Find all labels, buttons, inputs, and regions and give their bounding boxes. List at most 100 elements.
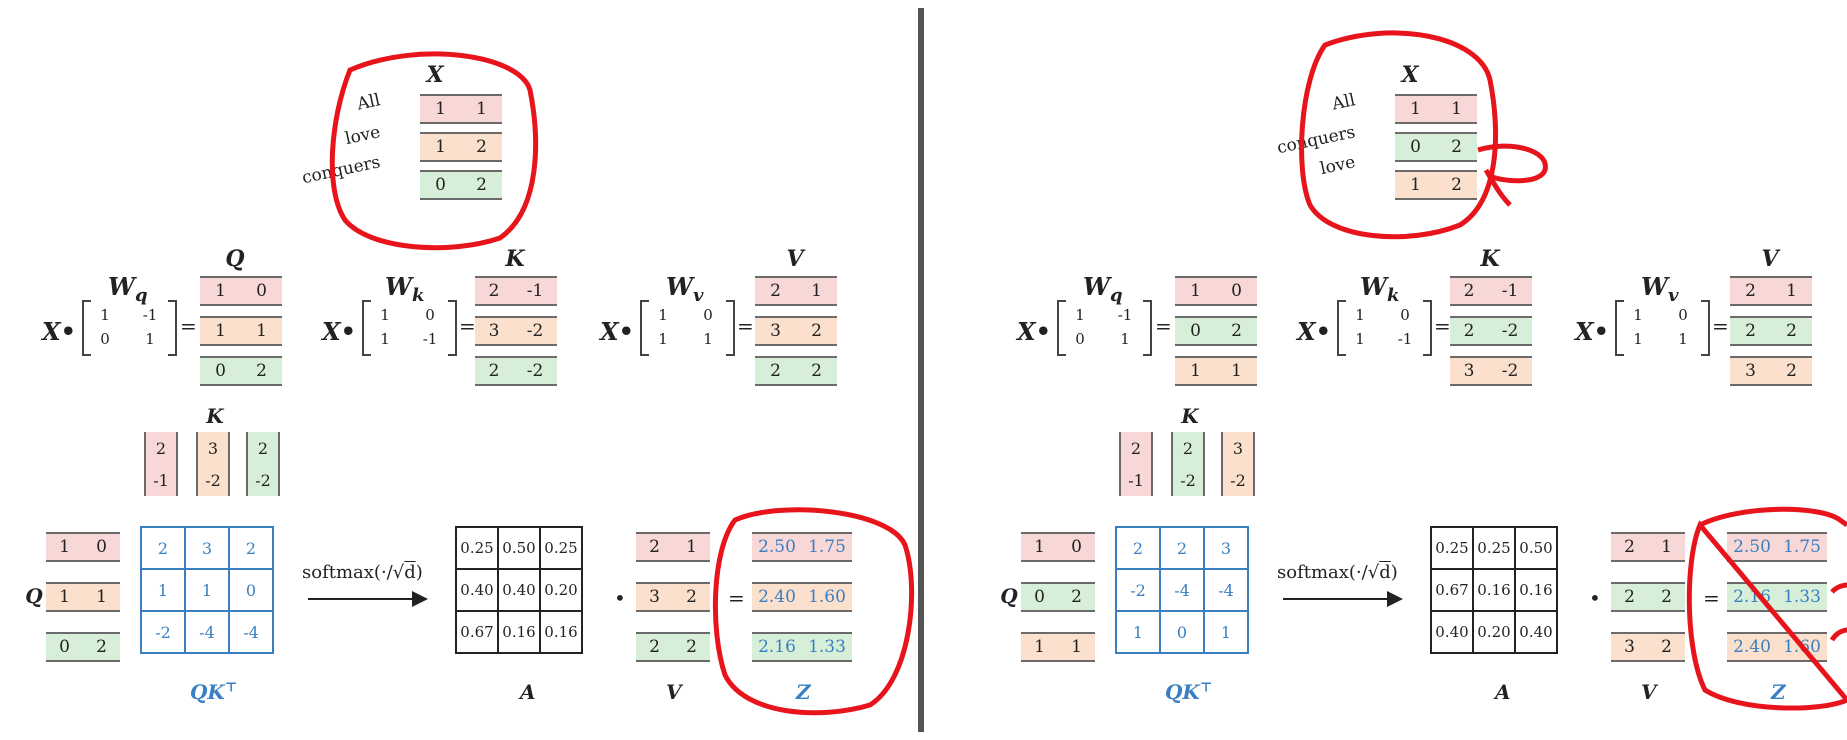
wq-val: -1 (142, 306, 158, 324)
wk-val: 1 (1355, 306, 1365, 324)
x-dot-k: X• (1297, 317, 1331, 346)
q-title: Q (225, 246, 245, 272)
wv-val: 0 (1678, 306, 1688, 324)
wv-val: 1 (1678, 330, 1688, 348)
wq-val: 1 (1120, 330, 1130, 348)
x-row-label-3: love (1318, 152, 1358, 180)
v-title: V (786, 246, 804, 272)
x-dot-q: X• (42, 317, 76, 346)
wk-bracket-right (1423, 300, 1432, 356)
wq-val: 1 (145, 330, 155, 348)
qk-label: QK⊤ (190, 680, 238, 704)
kt-col-1: 2-1 (144, 432, 178, 496)
wq-val: 1 (100, 306, 110, 324)
k-row-3: 3-2 (1450, 356, 1532, 386)
wk-bracket-right (448, 300, 457, 356)
wv-val: 1 (658, 306, 668, 324)
wv-val: 1 (658, 330, 668, 348)
wv-bracket-left (1615, 300, 1624, 356)
equals-sign: = (728, 586, 745, 610)
k-row-1: 2-1 (475, 276, 557, 306)
wv-val: 0 (703, 306, 713, 324)
wk-val: -1 (1397, 330, 1413, 348)
wq-val: -1 (1117, 306, 1133, 324)
wv-bracket-right (726, 300, 735, 356)
wk-label: Wk (385, 272, 425, 306)
wq-bracket-right (1143, 300, 1152, 356)
wq-val: 1 (1075, 306, 1085, 324)
wq-bracket-left (82, 300, 91, 356)
x-title: X (426, 62, 444, 88)
softmax-arrow (1283, 598, 1389, 600)
k-row-1: 2-1 (1450, 276, 1532, 306)
wv-val: 1 (1633, 330, 1643, 348)
wq-bracket-right (168, 300, 177, 356)
v-bottom-label: V (666, 680, 682, 704)
wq-val: 0 (100, 330, 110, 348)
x-dot-k: X• (322, 317, 356, 346)
wk-val: 0 (1400, 306, 1410, 324)
v-title: V (1761, 246, 1779, 272)
wk-bracket-left (362, 300, 371, 356)
q-side-label: Q (1000, 584, 1018, 608)
x-title: X (1401, 62, 1419, 88)
wq-label: Wq (1083, 272, 1123, 306)
wk-val: -1 (422, 330, 438, 348)
equals-sign: = (1703, 586, 1720, 610)
kt-col-2: 2-2 (1171, 432, 1205, 496)
panel-divider (918, 8, 924, 732)
wk-val: 0 (425, 306, 435, 324)
x-dot-v: X• (1575, 317, 1609, 346)
x-dot-q: X• (1017, 317, 1051, 346)
wv-val: 1 (1633, 306, 1643, 324)
x-row-label-1: All (1330, 90, 1358, 115)
equals-sign: = (1434, 314, 1451, 338)
wk-val: 1 (380, 330, 390, 348)
qk-label: QK⊤ (1165, 680, 1213, 704)
kt-col-3: 2-2 (246, 432, 280, 496)
wq-val: 0 (1075, 330, 1085, 348)
z-label: Z (796, 680, 811, 704)
wq-bracket-left (1057, 300, 1066, 356)
a-label: A (520, 680, 536, 704)
equals-sign: = (1712, 314, 1729, 338)
kt-title: K (1181, 404, 1199, 428)
wv-label: Wv (1641, 272, 1679, 306)
k-row-2: 2-2 (1450, 316, 1532, 346)
kt-col-2: 3-2 (196, 432, 230, 496)
k-row-3: 2-2 (475, 356, 557, 386)
wk-val: 1 (380, 306, 390, 324)
wv-bracket-right (1701, 300, 1710, 356)
a-label: A (1495, 680, 1511, 704)
wk-val: 1 (1355, 330, 1365, 348)
